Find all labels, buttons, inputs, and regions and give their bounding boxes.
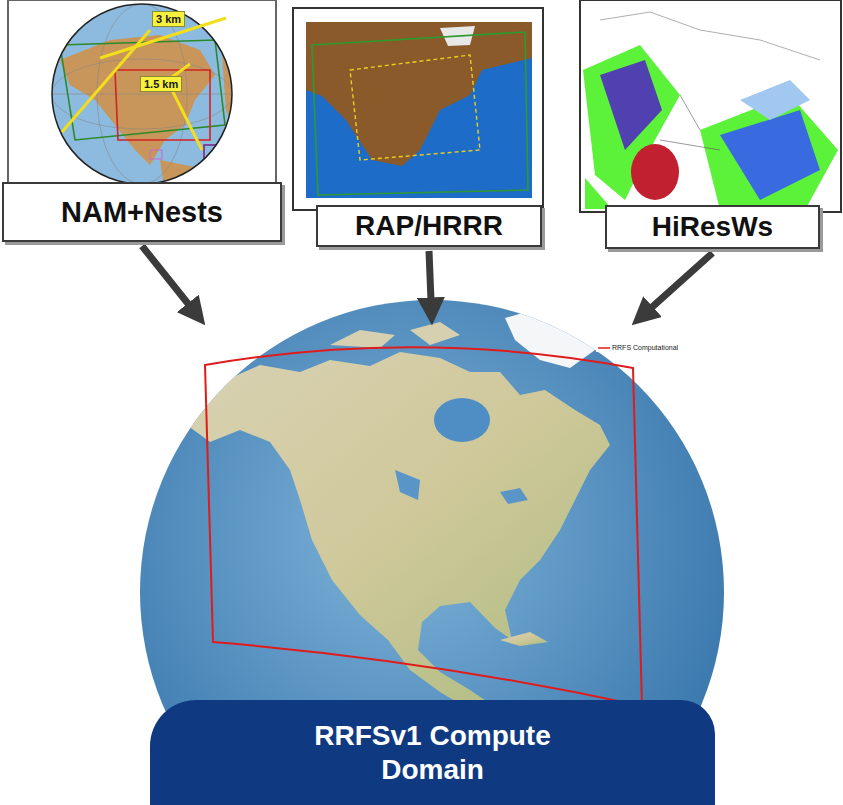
scale-arrow — [170, 86, 202, 150]
map-legend: RRFS Computational — [596, 343, 680, 352]
greenland — [505, 302, 612, 368]
land — [60, 35, 215, 165]
resolution-label: 1.5 km — [140, 76, 182, 92]
scale-arrows — [62, 18, 226, 150]
main-globe — [140, 300, 724, 805]
arctic-islands — [330, 322, 460, 348]
domain-outline — [312, 32, 528, 195]
precip-area — [720, 110, 820, 200]
lakes — [395, 470, 420, 500]
globe-rim — [52, 4, 232, 184]
boundary-line — [600, 12, 820, 60]
flow-arrow — [648, 253, 712, 310]
compute-domain-outline — [205, 347, 642, 706]
model-name: RAP/HRRR — [355, 210, 503, 242]
image-frame — [293, 8, 543, 210]
domain-outline — [115, 70, 210, 140]
domain-outline — [150, 150, 162, 159]
grid-line — [52, 94, 232, 95]
globe-ocean — [140, 300, 724, 805]
model-label-box: NAM+Nests — [2, 182, 282, 242]
precip-area — [631, 144, 679, 200]
flow-arrow — [142, 246, 191, 308]
hiresw-image — [580, 0, 841, 212]
rap-image — [293, 8, 543, 210]
map-ocean — [306, 22, 532, 198]
lakes — [500, 488, 528, 504]
globe-content — [180, 302, 612, 710]
map-content — [306, 22, 532, 195]
scale-arrow — [62, 30, 150, 132]
flow-arrow — [429, 251, 431, 303]
precip-area — [600, 60, 662, 150]
image-frame — [580, 0, 841, 212]
domain-outline — [350, 55, 480, 160]
globe-content — [38, 4, 236, 192]
caribbean-island — [500, 632, 548, 646]
north-america — [180, 352, 610, 710]
boundary-line — [660, 95, 720, 150]
precip-area — [740, 80, 810, 120]
compute-domain-region: RRFSv1 Compute Domain — [150, 325, 715, 805]
nam-image — [8, 0, 276, 192]
globe-ocean — [52, 4, 232, 184]
model-name: HiResWs — [652, 211, 773, 243]
model-label-box: RAP/HRRR — [316, 205, 542, 247]
domain-outline — [60, 40, 225, 140]
resolution-label: 3 km — [152, 11, 185, 27]
domain-outline — [38, 123, 58, 158]
model-name: NAM+Nests — [61, 196, 223, 229]
hudson-bay — [434, 398, 490, 442]
domain-banner-text: RRFSv1 Compute Domain — [150, 700, 715, 805]
land — [52, 18, 82, 52]
legend-line-sample — [598, 345, 610, 351]
image-frame — [8, 0, 276, 186]
legend-line — [598, 347, 610, 349]
model-label-box: HiResWs — [605, 205, 820, 249]
domain-area — [583, 45, 680, 200]
legend-text: RRFS Computational — [612, 344, 678, 351]
